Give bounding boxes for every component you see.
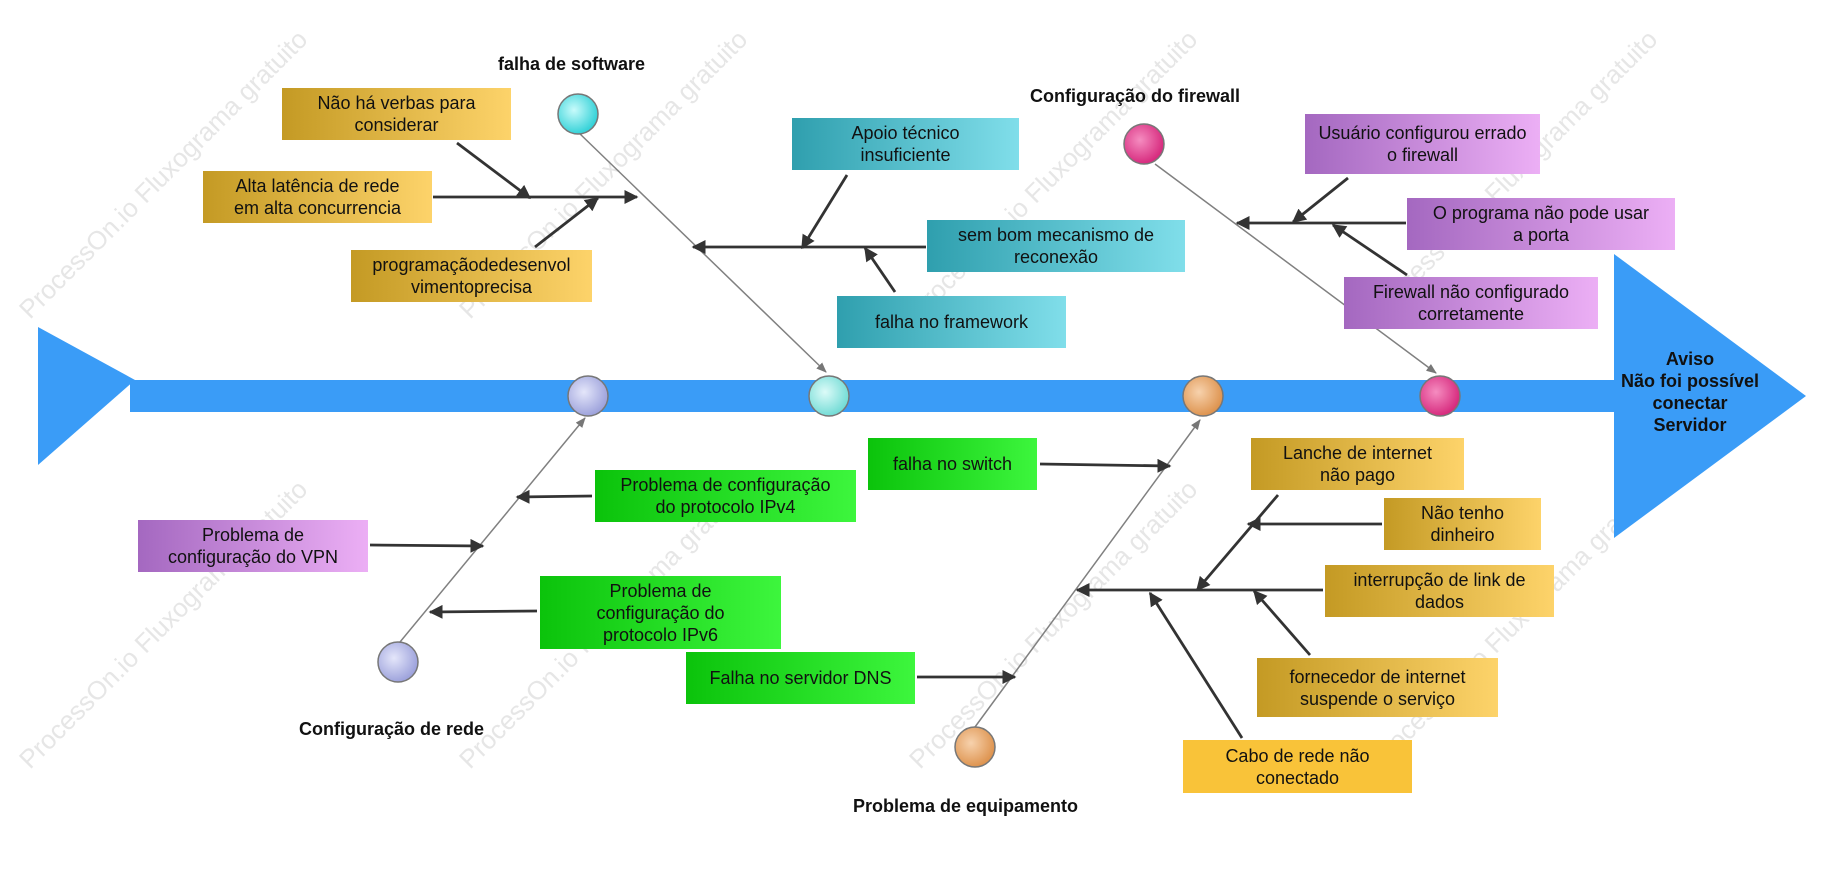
- node-network-bottom: [377, 641, 419, 683]
- cause-sem-verbas: Não há verbas para considerar: [282, 88, 511, 140]
- cause-alta-latencia: Alta latência de rede em alta concurrenc…: [203, 171, 432, 223]
- cause-ipv4: Problema de configuração do protocolo IP…: [595, 470, 856, 522]
- svg-text:ProcessOn.io Fluxograma gratui: ProcessOn.io Fluxograma gratuito: [903, 24, 1203, 324]
- bone-firewall: [1154, 163, 1437, 374]
- bone-network: [399, 417, 586, 643]
- arrow-programacao: [534, 196, 600, 249]
- arrow-fornecedor: [1252, 589, 1312, 656]
- node-equipment-spine: [1182, 375, 1224, 417]
- category-software: falha de software: [498, 54, 646, 74]
- arrow-vpn: [369, 538, 485, 553]
- arrow-apoio: [800, 174, 849, 250]
- cause-lanche: Lanche de internet não pago: [1251, 438, 1464, 490]
- cause-reconexao: sem bom mecanismo de reconexão: [927, 220, 1185, 272]
- node-network-spine: [567, 375, 609, 417]
- cause-framework: falha no framework: [837, 296, 1066, 348]
- category-network: Configuração de rede: [299, 719, 485, 739]
- cause-ipv6: Problema de configuração do protocolo IP…: [540, 576, 781, 649]
- fish-head: [1614, 254, 1806, 538]
- arrow-cabo: [1148, 591, 1244, 739]
- arrow-ipv4: [515, 489, 593, 504]
- cause-fornecedor: fornecedor de internet suspende o serviç…: [1257, 658, 1498, 717]
- arrow-usuario: [1291, 176, 1349, 224]
- node-equipment-bottom: [954, 726, 996, 768]
- cause-firewall-nao-config: Firewall não configurado corretamente: [1344, 277, 1598, 329]
- bone-software: [577, 131, 827, 373]
- cause-cabo: Cabo de rede não conectado: [1183, 740, 1412, 793]
- arrow-sem-verbas: [456, 141, 532, 200]
- svg-text:ProcessOn.io Fluxograma gratui: ProcessOn.io Fluxograma gratuito: [903, 474, 1203, 774]
- node-software-spine: [808, 375, 850, 417]
- node-firewall-spine: [1419, 375, 1461, 417]
- node-firewall-top: [1123, 123, 1165, 165]
- cause-vpn: Problema de configuração do VPN: [138, 520, 368, 572]
- cause-porta: O programa não pode usar a porta: [1407, 198, 1675, 250]
- category-firewall: Configuração do firewall: [1030, 86, 1241, 106]
- effect-label: Aviso Não foi possível conectar Servidor: [1620, 349, 1760, 435]
- spine: [130, 380, 1630, 412]
- arrow-firewall-nc: [1331, 223, 1408, 277]
- category-equipment: Problema de equipamento: [853, 796, 1079, 816]
- cause-dns: Falha no servidor DNS: [686, 652, 915, 704]
- arrow-switch: [1039, 458, 1172, 473]
- cause-usuario-firewall: Usuário configurou errado o firewall: [1305, 114, 1540, 174]
- cause-sem-dinheiro: Não tenho dinheiro: [1384, 498, 1541, 550]
- cause-programacao: programaçãodedesenvol vimentoprecisa: [351, 250, 592, 302]
- fish-tail: [38, 327, 135, 465]
- cause-apoio-tecnico: Apoio técnico insuficiente: [792, 118, 1019, 170]
- arrow-ipv6: [428, 604, 538, 619]
- arrow-lanche: [1195, 494, 1280, 592]
- node-software-top: [557, 93, 599, 135]
- cause-link-dados: interrupção de link de dados: [1325, 565, 1554, 617]
- cause-switch: falha no switch: [868, 438, 1037, 490]
- arrow-framework: [863, 246, 897, 293]
